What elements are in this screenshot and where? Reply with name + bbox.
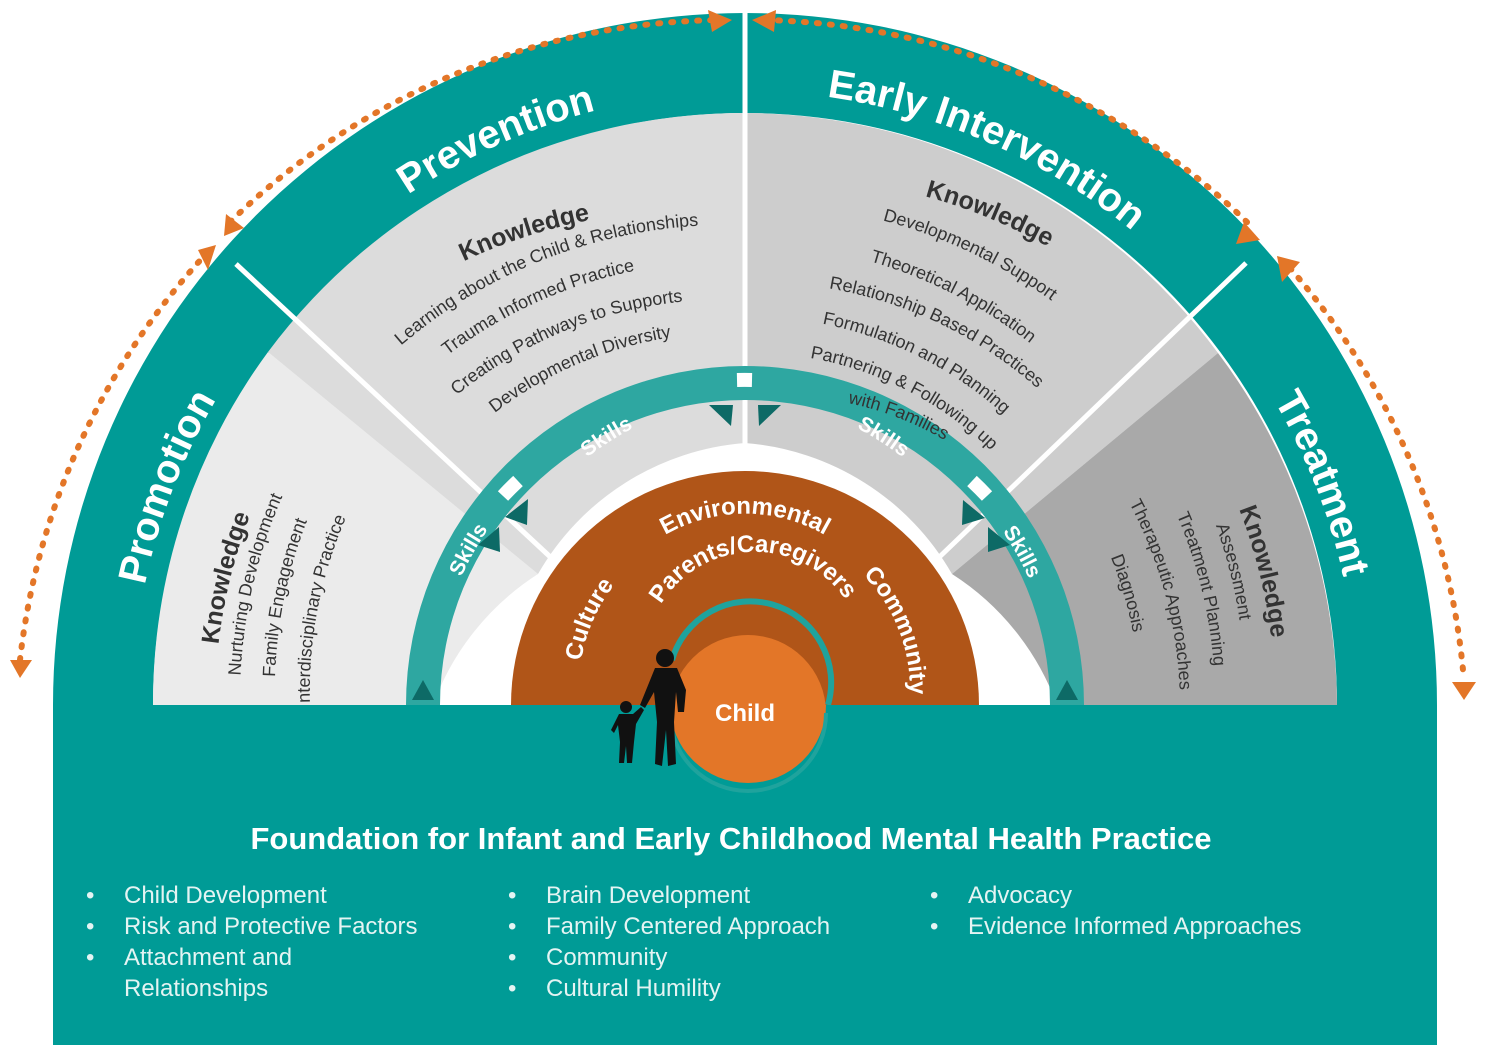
prevention-segment bbox=[268, 112, 745, 575]
foundation-bullet: • bbox=[930, 882, 938, 909]
bidirectional-dotted-arrow-icon bbox=[10, 10, 1476, 700]
child-label: Child bbox=[715, 700, 775, 727]
context-semicircle bbox=[511, 471, 979, 705]
foundation-bullet: • bbox=[86, 913, 94, 940]
foundation-bullet: • bbox=[930, 913, 938, 940]
foundation-bullet: • bbox=[86, 882, 94, 909]
child-circle-lower-ring bbox=[668, 712, 828, 793]
foundation-item: Cultural Humility bbox=[546, 975, 721, 1002]
early-intervention-segment bbox=[745, 113, 1218, 574]
divider-promotion-prevention bbox=[234, 262, 562, 568]
foundation-item: Advocacy bbox=[968, 882, 1072, 909]
foundation-bullet: • bbox=[508, 944, 516, 971]
foundation-bullet: • bbox=[508, 975, 516, 1002]
child-circle-outline bbox=[669, 598, 835, 706]
foundation-list: • Child Development • Risk and Protective F… bbox=[86, 882, 1302, 1002]
foundation-item: Evidence Informed Approaches bbox=[968, 913, 1302, 940]
outer-band bbox=[53, 13, 1437, 705]
skills-ring-gaps bbox=[497, 372, 993, 501]
foundation-title: Foundation for Infant and Early Childhoo… bbox=[250, 821, 1211, 856]
foundation-item: Family Centered Approach bbox=[546, 913, 830, 940]
foundation-item: Community bbox=[546, 944, 667, 971]
skills-arrowheads bbox=[412, 405, 1078, 700]
parent-child-silhouette-icon bbox=[611, 649, 686, 766]
foundation-item: Child Development bbox=[124, 882, 327, 909]
foundation-bullet: • bbox=[508, 913, 516, 940]
divider-early-treatment bbox=[928, 261, 1248, 568]
child-circle-lower bbox=[670, 705, 826, 783]
foundation-item: Relationships bbox=[124, 975, 268, 1002]
foundation-bullet: • bbox=[86, 944, 94, 971]
foundation-bullet: • bbox=[508, 882, 516, 909]
foundation-item: Attachment and bbox=[124, 944, 292, 971]
foundation-item: Brain Development bbox=[546, 882, 750, 909]
foundation-item: Risk and Protective Factors bbox=[124, 913, 417, 940]
skills-ring bbox=[406, 366, 1084, 705]
